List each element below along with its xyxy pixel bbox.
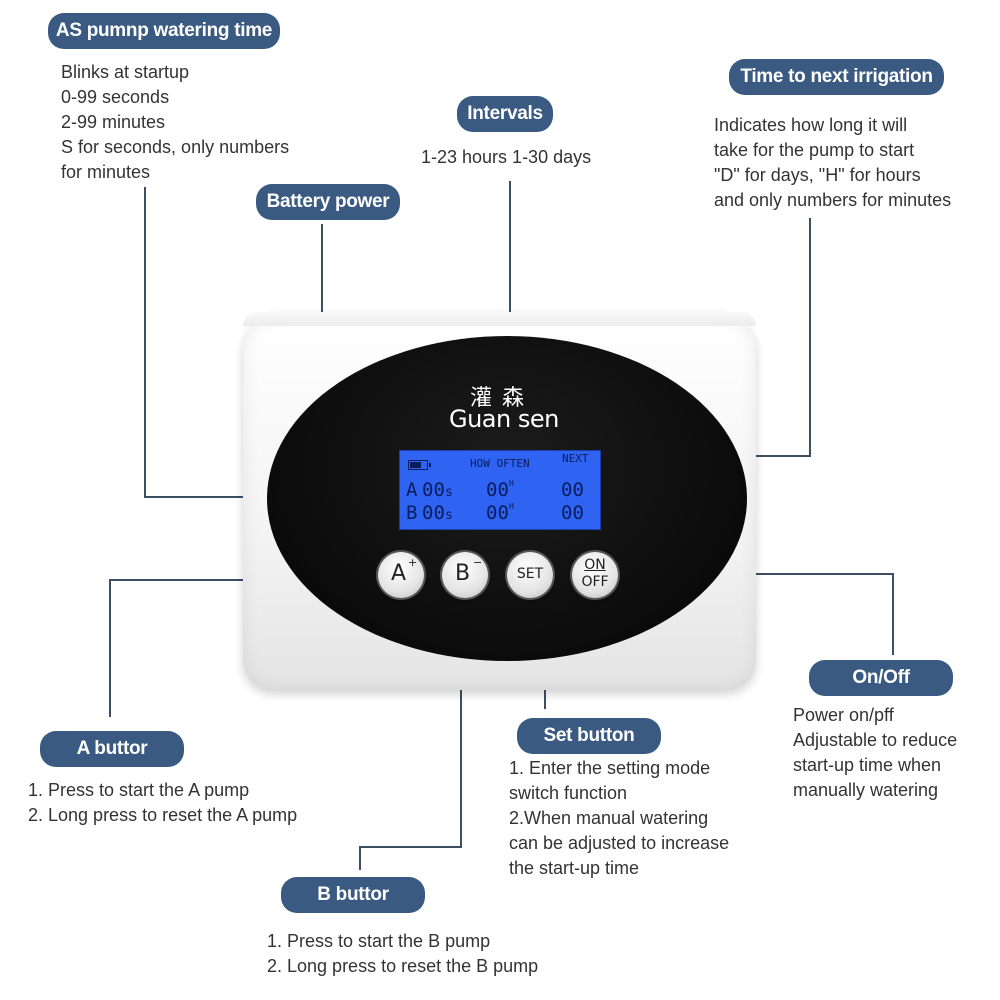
onoff-line: Power on/pff <box>793 705 894 725</box>
as-pump-line: 2-99 minutes <box>61 112 166 132</box>
label-next-title: Time to next irrigation <box>729 59 944 95</box>
label-a-button-title: A buttor <box>40 731 184 767</box>
lcd-how-often: HOW OFTEN <box>470 457 530 470</box>
onoff-line: manually watering <box>793 780 939 800</box>
set-button[interactable]: SET <box>507 552 553 598</box>
a-button-description: 1. Press to start the A pump 2. Long pre… <box>28 778 297 828</box>
plus-icon: + <box>408 556 418 569</box>
next-line: and only numbers for minutes <box>714 190 952 210</box>
on-off-button-off: OFF <box>581 574 609 590</box>
intervals-line: 1-23 hours 1-30 days <box>421 147 592 167</box>
lcd-next: NEXT <box>562 452 589 465</box>
brand-name: Guan sen <box>449 405 559 433</box>
onoff-line: Adjustable to reduce <box>793 730 958 750</box>
a-button-line: 1. Press to start the A pump <box>28 780 250 800</box>
label-set-button-title: Set button <box>517 718 661 754</box>
lcd-row-b-label: B <box>406 502 418 524</box>
lcd-row-b-unit: s <box>445 508 453 523</box>
next-description: Indicates how long it will take for the … <box>714 113 951 213</box>
as-pump-line: for minutes <box>61 162 151 182</box>
next-line: Indicates how long it will <box>714 115 908 135</box>
leader-b-button <box>359 596 462 870</box>
battery-icon <box>408 460 431 470</box>
set-button-line: the start-up time <box>509 858 640 878</box>
lcd-row-b-next: 00 <box>561 502 584 524</box>
set-button-line: 2.When manual watering <box>509 808 709 828</box>
a-button-line: 2. Long press to reset the A pump <box>28 805 298 825</box>
on-off-button-on: ON <box>584 557 606 573</box>
lcd-row-a-label: A <box>406 479 418 501</box>
a-button-label: A <box>391 561 407 586</box>
label-intervals-title: Intervals <box>457 96 553 132</box>
b-button-description: 1. Press to start the B pump 2. Long pre… <box>267 929 538 979</box>
intervals-description: 1-23 hours 1-30 days <box>421 145 591 170</box>
device-top-edge <box>243 312 756 326</box>
lcd-screen: HOW OFTEN NEXT A 00 s 00 H 00 B 00 s 00 … <box>399 450 601 530</box>
onoff-description: Power on/pff Adjustable to reduce start-… <box>793 703 957 803</box>
next-line: take for the pump to start <box>714 140 915 160</box>
set-button-line: 1. Enter the setting mode <box>509 758 711 778</box>
label-onoff-title: On/Off <box>809 660 953 696</box>
a-button[interactable]: A + <box>378 552 424 598</box>
minus-icon: − <box>473 556 483 569</box>
b-button-label: B <box>455 561 471 586</box>
next-line: "D" for days, "H" for hours <box>714 165 921 185</box>
as-pump-line: Blinks at startup <box>61 62 190 82</box>
as-pump-line: S for seconds, only numbers <box>61 137 290 157</box>
irrigation-controller <box>243 312 756 690</box>
label-battery-title: Battery power <box>256 184 400 220</box>
set-button-label: SET <box>516 566 544 582</box>
as-pump-description: Blinks at startup 0-99 seconds 2-99 minu… <box>61 60 289 185</box>
label-b-button-title: B buttor <box>281 877 425 913</box>
lcd-row-a-unit: s <box>445 485 453 500</box>
set-button-line: can be adjusted to increase <box>509 833 730 853</box>
lcd-row-b-interval-unit: H <box>509 502 514 511</box>
on-off-button[interactable]: ON OFF <box>572 552 618 598</box>
label-as-pump-title: AS pumnp watering time <box>48 13 280 49</box>
b-button[interactable]: B − <box>442 552 488 598</box>
lcd-row-a-next: 00 <box>561 479 584 501</box>
b-button-line: 2. Long press to reset the B pump <box>267 956 539 976</box>
b-button-line: 1. Press to start the B pump <box>267 931 491 951</box>
set-button-line: switch function <box>509 783 628 803</box>
lcd-row-a-interval-unit: H <box>509 479 514 488</box>
lcd-row-b-interval: 00 <box>486 502 509 524</box>
lcd-row-a-interval: 00 <box>486 479 509 501</box>
brand-chinese: 灌森 <box>470 386 535 411</box>
as-pump-line: 0-99 seconds <box>61 87 170 107</box>
set-button-description: 1. Enter the setting mode switch functio… <box>509 756 729 881</box>
lcd-row-b-time: 00 <box>422 502 445 524</box>
lcd-row-a-time: 00 <box>422 479 445 501</box>
onoff-line: start-up time when <box>793 755 942 775</box>
